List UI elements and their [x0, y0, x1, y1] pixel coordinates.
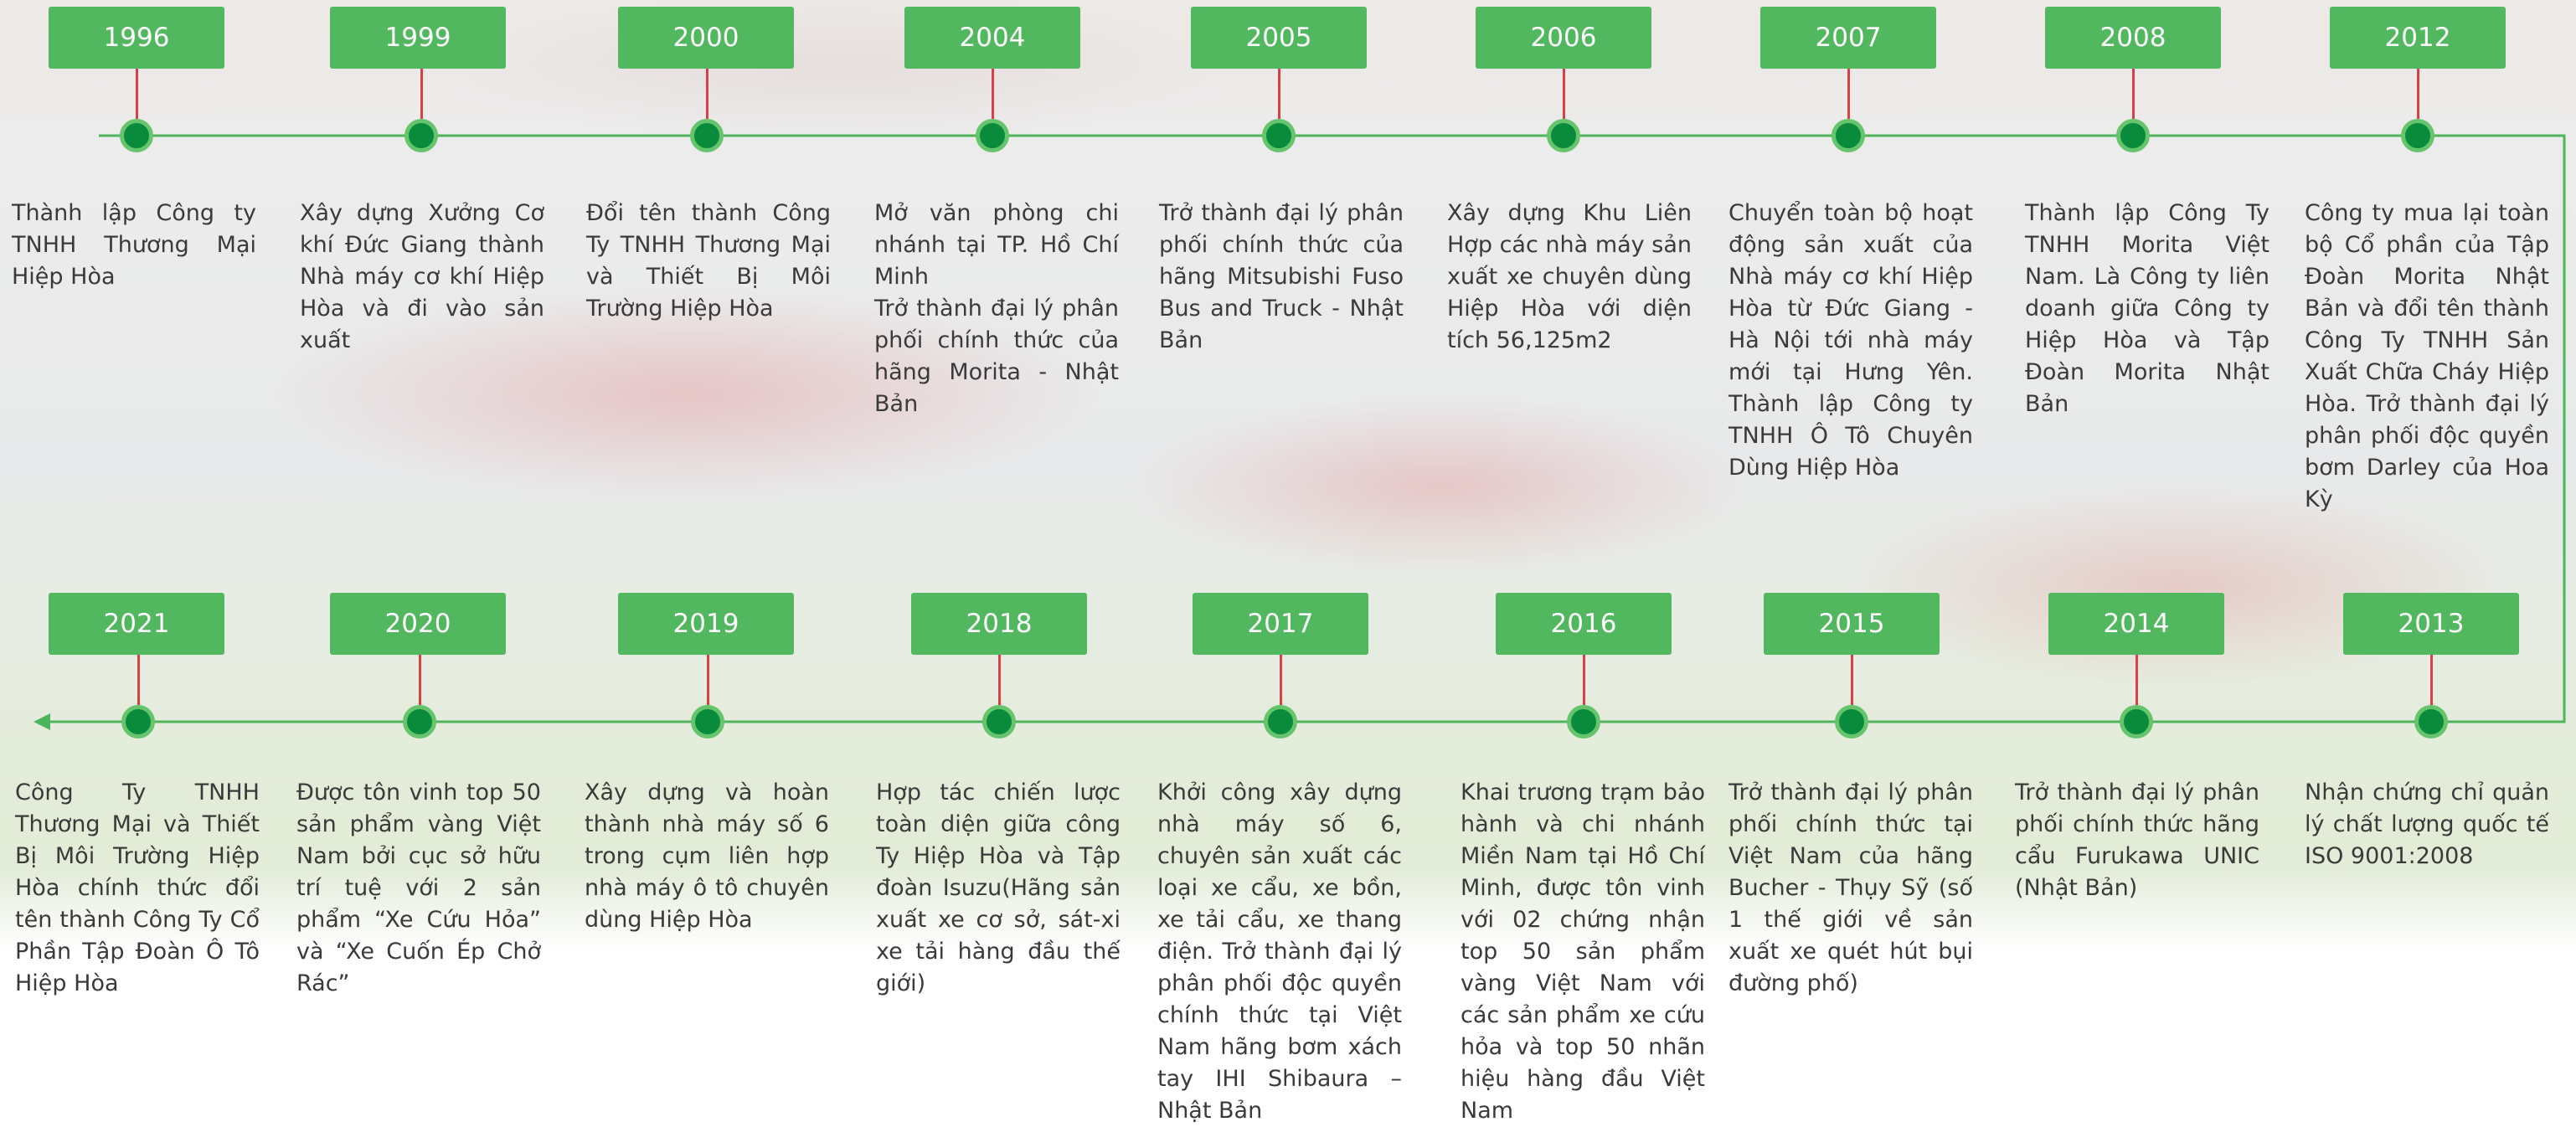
milestone-stem: [992, 69, 994, 119]
timeline-arrow-head: [33, 713, 50, 730]
milestone-stem: [998, 655, 1001, 705]
milestone-description: Xây dựng Xưởng Cơ khí Đức Giang thành Nh…: [300, 200, 544, 353]
milestone-stem: [1278, 69, 1280, 119]
year-button-2021[interactable]: 2021: [49, 593, 224, 655]
milestone-stem: [2430, 655, 2433, 705]
milestone-dot: [121, 705, 155, 738]
milestone-description: Trở thành đại lý phân phối chính thức tạ…: [1728, 780, 1973, 996]
milestone-stem: [419, 655, 421, 705]
milestone-description: Chuyển toàn bộ hoạt động sản xuất của Nh…: [1728, 200, 1973, 481]
milestone-description: Thành lập Công ty TNHH Thương Mại Hiệp H…: [12, 200, 256, 290]
year-button-2017[interactable]: 2017: [1193, 593, 1368, 655]
year-button-2005[interactable]: 2005: [1191, 7, 1367, 69]
milestone-dot: [1547, 119, 1580, 152]
milestone-stem: [137, 655, 140, 705]
milestone-description: Khai trương trạm bảo hành và chi nhánh M…: [1461, 780, 1705, 1124]
milestone-stem: [707, 655, 709, 705]
year-button-2012[interactable]: 2012: [2330, 7, 2506, 69]
milestone-stem: [1847, 69, 1850, 119]
milestone-dot: [1567, 705, 1600, 738]
milestone-dot: [404, 119, 438, 152]
milestone-stem: [1851, 655, 1853, 705]
year-button-2014[interactable]: 2014: [2048, 593, 2224, 655]
timeline-path: [33, 134, 2566, 730]
milestone-stem: [420, 69, 423, 119]
milestone-description: Được tôn vinh top 50 sản phẩm vàng Việt …: [296, 780, 541, 996]
milestone-description: Xây dựng Khu Liên Hợp các nhà máy sản xu…: [1447, 200, 1692, 353]
milestone-dot: [120, 119, 153, 152]
milestone-stem: [2136, 655, 2138, 705]
milestone-dot: [2401, 119, 2434, 152]
milestone-stem: [1583, 655, 1585, 705]
milestone-stem: [1563, 69, 1565, 119]
milestone-dot: [691, 705, 724, 738]
year-button-2013[interactable]: 2013: [2343, 593, 2519, 655]
milestone-description: Trở thành đại lý phân phối chính thức hã…: [2015, 780, 2259, 901]
timeline-connector-line: [39, 134, 2566, 723]
year-button-2008[interactable]: 2008: [2045, 7, 2221, 69]
milestone-description: Đổi tên thành Công Ty TNHH Thương Mại và…: [586, 200, 831, 322]
milestone-description: Trở thành đại lý phân phối chính thức củ…: [1159, 200, 1404, 353]
milestone-dot: [976, 119, 1009, 152]
milestone-dot: [2120, 705, 2153, 738]
year-button-2000[interactable]: 2000: [618, 7, 794, 69]
milestone-description: Nhận chứng chỉ quản lý chất lượng quốc t…: [2305, 780, 2549, 869]
background-photo: [0, 0, 2576, 955]
year-button-2016[interactable]: 2016: [1496, 593, 1672, 655]
year-button-1999[interactable]: 1999: [330, 7, 506, 69]
milestone-dot: [1262, 119, 1296, 152]
milestone-description: Công Ty TNHH Thương Mại và Thiết Bị Môi …: [15, 780, 260, 996]
milestone-dot: [1264, 705, 1297, 738]
year-button-2015[interactable]: 2015: [1764, 593, 1940, 655]
year-button-2018[interactable]: 2018: [911, 593, 1087, 655]
milestone-dot: [690, 119, 724, 152]
year-button-2006[interactable]: 2006: [1476, 7, 1651, 69]
milestone-dot: [1835, 705, 1868, 738]
milestone-dot: [982, 705, 1016, 738]
year-button-1996[interactable]: 1996: [49, 7, 224, 69]
milestone-description: Thành lập Công Ty TNHH Morita Việt Nam. …: [2025, 200, 2269, 417]
year-button-2019[interactable]: 2019: [618, 593, 794, 655]
milestone-stem: [1280, 655, 1282, 705]
milestone-description: Xây dựng và hoàn thành nhà máy số 6 tron…: [585, 780, 829, 933]
milestone-description: Khởi công xây dựng nhà máy số 6, chuyên …: [1157, 780, 1402, 1124]
milestone-description: Công ty mua lại toàn bộ Cổ phần của Tập …: [2305, 200, 2549, 512]
milestone-dot: [2116, 119, 2150, 152]
milestone-dot: [403, 705, 436, 738]
milestone-stem: [706, 69, 708, 119]
milestone-description: Hợp tác chiến lược toàn diện giữa công T…: [876, 780, 1121, 996]
milestone-dot: [1832, 119, 1865, 152]
year-button-2020[interactable]: 2020: [330, 593, 506, 655]
year-button-2004[interactable]: 2004: [904, 7, 1080, 69]
milestone-description: Mở văn phòng chi nhánh tại TP. Hồ Chí Mi…: [874, 200, 1119, 417]
year-button-2007[interactable]: 2007: [1760, 7, 1936, 69]
milestone-stem: [2417, 69, 2419, 119]
milestone-dot: [2414, 705, 2448, 738]
milestone-stem: [2132, 69, 2135, 119]
milestone-stem: [136, 69, 138, 119]
